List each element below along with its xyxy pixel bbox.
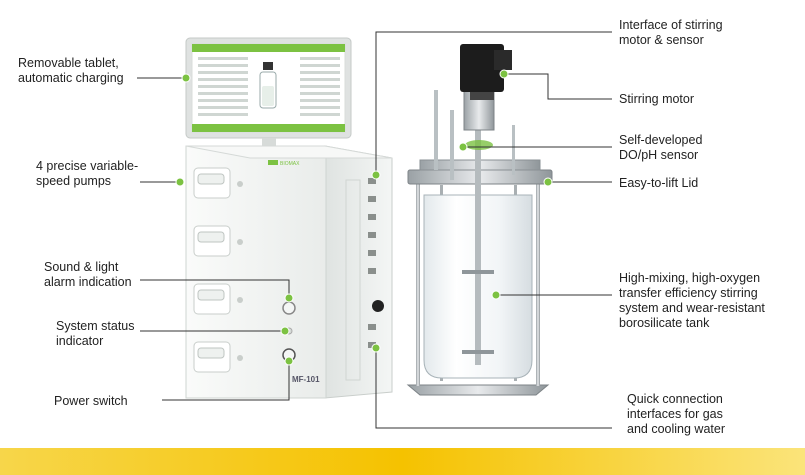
callout-sensor: Self-developed DO/pH sensor [619,133,703,162]
callout-pumps: 4 precise variable- speed pumps [36,159,139,188]
callout-tank: High-mixing, high-oxygen transfer effici… [619,271,765,330]
pump-4 [193,341,243,373]
callout-lid: Easy-to-lift Lid [619,176,699,190]
callout-tablet: Removable tablet, automatic charging [18,56,124,85]
pump-1 [193,167,243,199]
brand-text: BIOMAX [280,161,300,167]
callout-dots [175,69,553,366]
alarm-light [282,301,296,315]
callout-power: Power switch [54,394,128,408]
tablet [185,37,352,146]
pump-3 [193,283,243,315]
bioreactor-vessel [406,44,553,396]
callout-alarm: Sound & light alarm indication [44,260,132,289]
pump-2 [193,225,243,257]
control-cabinet: BIOMAX [185,145,393,399]
model-label: MF-101 [292,375,320,384]
callout-stirring-motor: Stirring motor [619,92,695,106]
leader-lines [137,31,612,429]
yellow-band [0,448,805,475]
callout-status: System status indicator [56,319,135,348]
callout-quick-connect: Quick connection interfaces for gas and … [627,392,725,436]
callout-interface-motor: Interface of stirring motor & sensor [619,18,723,47]
